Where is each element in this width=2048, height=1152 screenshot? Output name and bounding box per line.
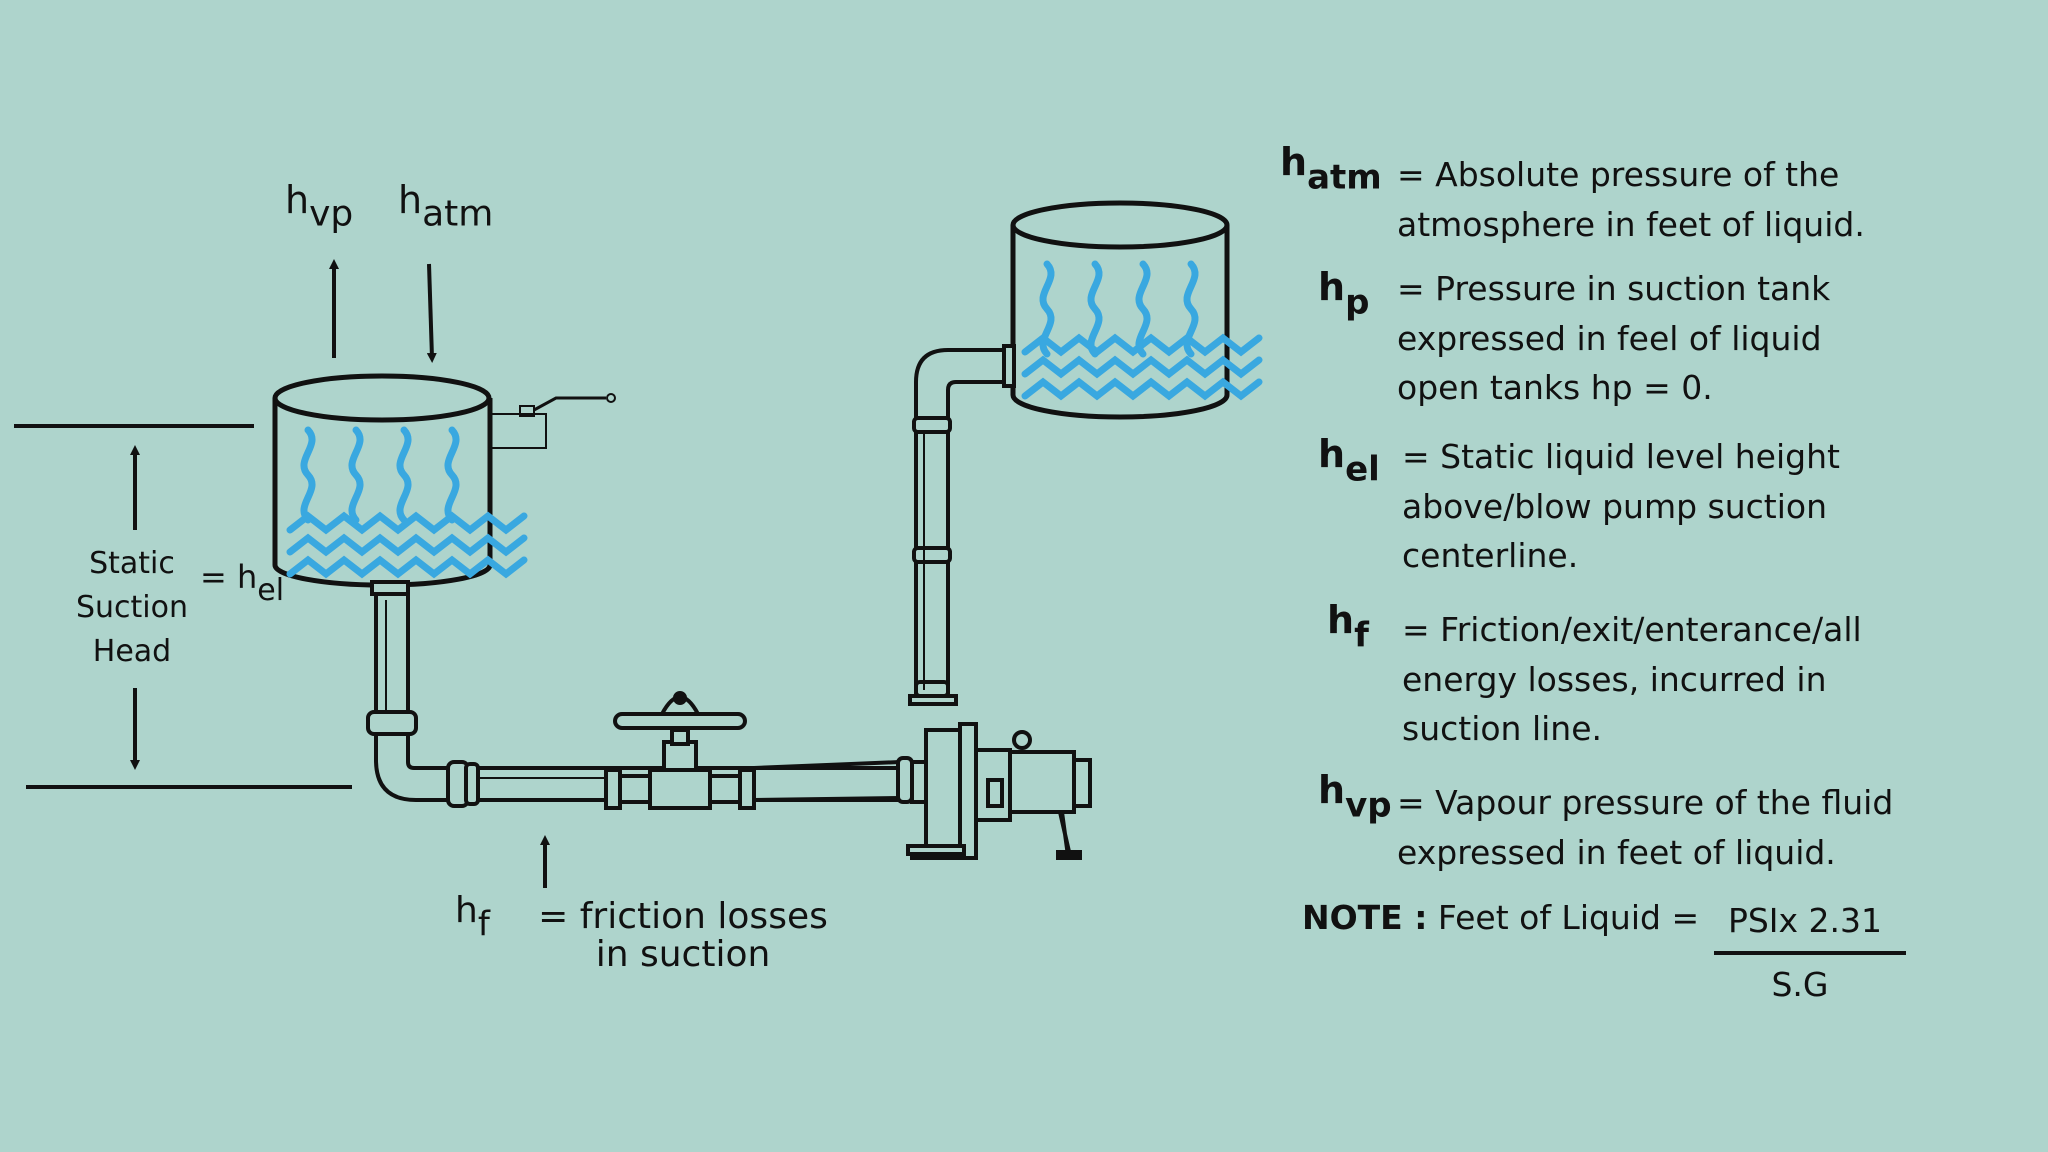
hatm-arrow-down (426, 263, 437, 363)
gate-valve (604, 691, 756, 810)
discharge-pipe (908, 344, 1016, 706)
static-head-dimension (14, 424, 352, 789)
suction-tank-water (286, 426, 528, 579)
suction-tank (272, 373, 616, 588)
hatm-label: hatm (398, 178, 494, 235)
pump-inlet-pipe (753, 756, 914, 804)
static-head-equation: = hel (200, 558, 285, 608)
discharge-tank-water (1021, 260, 1263, 401)
discharge-tank (1010, 200, 1263, 420)
formula-denominator: S.G (1771, 965, 1829, 1004)
hvp-label: hvp (285, 178, 354, 235)
suction-pipe (366, 580, 900, 808)
formula-numerator: PSIx 2.31 (1727, 901, 1883, 940)
static-suction-head-label: Static Suction Head (75, 546, 189, 669)
centrifugal-pump (906, 722, 1092, 860)
fraction-bar (1714, 951, 1906, 955)
note-formula: NOTE : Feet of Liquid = (1302, 898, 1700, 937)
